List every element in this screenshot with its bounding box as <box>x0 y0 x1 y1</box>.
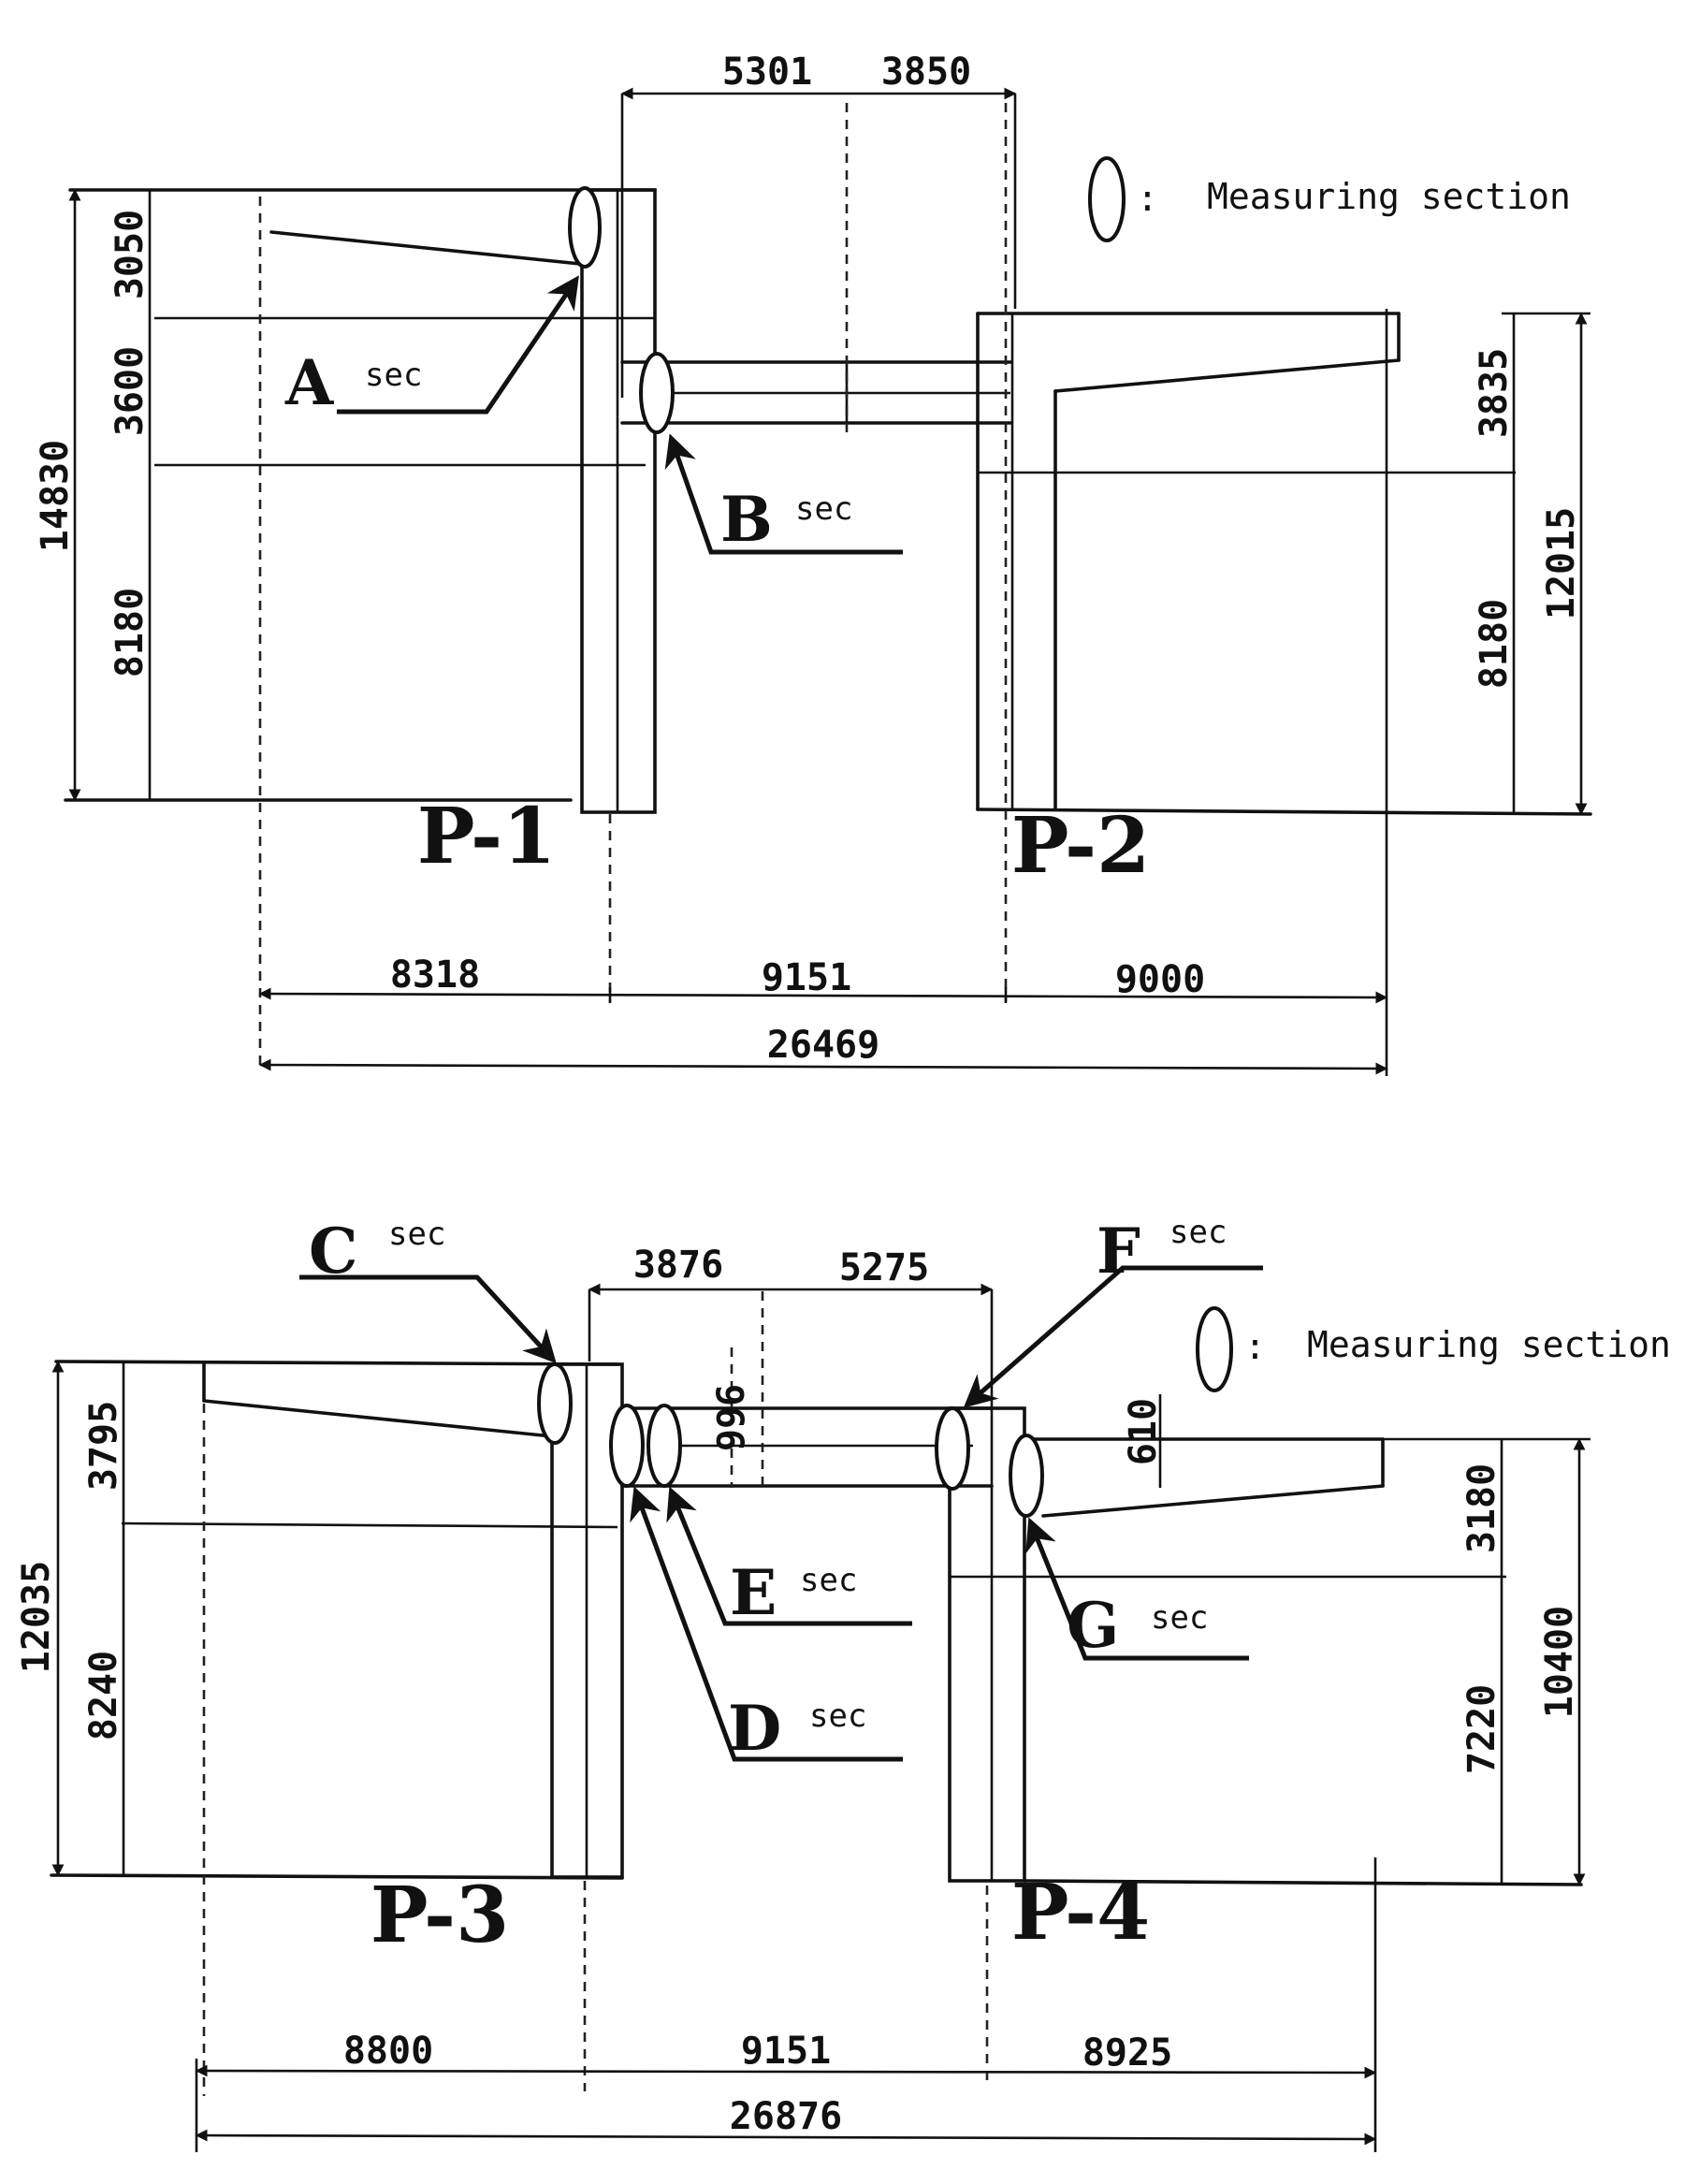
pier-p2-structure <box>976 103 1592 1001</box>
measuring-section-d <box>609 1404 645 1488</box>
section-b-suffix: sec <box>795 490 852 528</box>
top-diagram: 5301 3850 14830 3050 3600 8180 12015 383… <box>34 51 1592 1076</box>
pier-p1-structure <box>64 188 657 1067</box>
dim-bottom-middle: 9151 <box>762 956 851 999</box>
measuring-section-b <box>639 352 675 434</box>
legend-top-separator: : <box>1137 178 1158 219</box>
section-a-callout: A sec <box>284 275 579 419</box>
section-e-letter: E <box>730 1556 777 1629</box>
section-f-suffix: sec <box>1169 1214 1227 1251</box>
bottom-dimensions-bottom: 8800 9151 8925 26876 <box>195 1857 1377 2152</box>
measuring-section-c <box>537 1362 573 1445</box>
dim-right-lower-bottom: 7220 <box>1460 1684 1503 1774</box>
dim-bottom-total: 26469 <box>767 1024 879 1067</box>
dim-top-left-bottom: 3876 <box>633 1244 723 1287</box>
legend-top-hatched-ellipse-icon <box>1088 156 1126 242</box>
dim-left-lower: 8180 <box>109 588 152 677</box>
dim-left-middle: 3600 <box>109 346 152 436</box>
dim-left-total-bottom: 12035 <box>15 1561 58 1673</box>
legend-top-label: Measuring section <box>1207 176 1571 217</box>
dim-right-lower: 8180 <box>1473 599 1516 689</box>
legend-bottom-separator: : <box>1244 1326 1266 1367</box>
central-girder-bottom <box>620 1291 994 1488</box>
section-g-suffix: sec <box>1151 1599 1208 1637</box>
dim-bottom-right-bottom: 8925 <box>1082 2031 1172 2075</box>
legend-bottom-hatched-ellipse-icon <box>1196 1306 1233 1392</box>
section-d-suffix: sec <box>809 1697 866 1735</box>
section-e-callout: E sec <box>666 1486 912 1629</box>
dim-left-total: 14830 <box>34 440 77 552</box>
bottom-dimensions-top: 8318 9151 9000 26469 <box>258 309 1388 1076</box>
top-dimension-line-bottom: 3876 5275 996 610 <box>588 1244 1165 1488</box>
dim-right-total: 12015 <box>1540 507 1583 619</box>
dim-left-lower-bottom: 8240 <box>82 1651 125 1740</box>
dim-right-upper: 3835 <box>1473 348 1516 438</box>
left-dimensions-bottom: 12035 3795 8240 <box>15 1360 125 1877</box>
dim-left-upper: 3050 <box>109 210 152 299</box>
pier-label-p1: P-1 <box>417 792 556 881</box>
legend-bottom: : Measuring section <box>1196 1306 1671 1392</box>
dim-right-total-bottom: 10400 <box>1538 1606 1581 1718</box>
measuring-section-a <box>568 186 602 269</box>
section-d-letter: D <box>728 1692 781 1765</box>
pier-label-p3: P-3 <box>370 1871 509 1960</box>
dim-right-upper-bottom: 3180 <box>1460 1463 1503 1553</box>
dim-beam-right: 610 <box>1122 1398 1165 1465</box>
bottom-diagram: 3876 5275 996 610 12035 3795 8240 10400 … <box>15 1214 1671 2152</box>
dim-bottom-right: 9000 <box>1115 958 1205 1001</box>
dim-top-right: 3850 <box>881 51 971 94</box>
pier-label-p2: P-2 <box>1011 801 1150 891</box>
section-f-callout: F sec <box>963 1214 1263 1408</box>
measuring-section-f <box>935 1406 970 1491</box>
dim-bottom-left-bottom: 8800 <box>343 2030 433 2073</box>
section-g-letter: G <box>1067 1589 1119 1662</box>
section-c-letter: C <box>309 1215 358 1288</box>
section-b-callout: B sec <box>664 433 903 556</box>
dim-bottom-middle-bottom: 9151 <box>741 2030 831 2073</box>
pier-label-p4: P-4 <box>1011 1868 1150 1958</box>
section-f-letter: F <box>1097 1215 1140 1288</box>
section-g-callout: G sec <box>1025 1517 1249 1662</box>
legend-top: : Measuring section <box>1088 156 1571 242</box>
legend-bottom-label: Measuring section <box>1307 1324 1671 1365</box>
left-dimensions-top: 14830 3050 3600 8180 <box>34 188 152 802</box>
measuring-section-g <box>1009 1434 1044 1518</box>
section-b-letter: B <box>720 483 773 556</box>
dim-top-left: 5301 <box>722 51 812 94</box>
pier-p3-structure <box>50 1360 624 2096</box>
section-a-letter: A <box>284 346 334 419</box>
section-c-suffix: sec <box>388 1216 445 1253</box>
section-d-callout: D sec <box>630 1486 903 1765</box>
dim-beam-left: 996 <box>710 1384 753 1451</box>
central-girder-top <box>620 103 1012 440</box>
dim-bottom-left: 8318 <box>390 954 480 997</box>
dim-left-upper-bottom: 3795 <box>82 1401 125 1491</box>
section-e-suffix: sec <box>800 1562 857 1599</box>
right-dimensions-top: 12015 3835 8180 <box>1473 312 1588 816</box>
dim-top-right-bottom: 5275 <box>839 1246 929 1289</box>
top-dimension-line: 5301 3850 <box>620 51 1017 398</box>
pier-p4-structure <box>948 1406 1591 2087</box>
measuring-section-e <box>646 1404 682 1488</box>
section-c-callout: C sec <box>299 1215 557 1364</box>
right-dimensions-bottom: 10400 3180 7220 <box>1460 1437 1586 1886</box>
dim-bottom-total-bottom: 26876 <box>730 2095 842 2138</box>
section-a-suffix: sec <box>365 357 422 394</box>
